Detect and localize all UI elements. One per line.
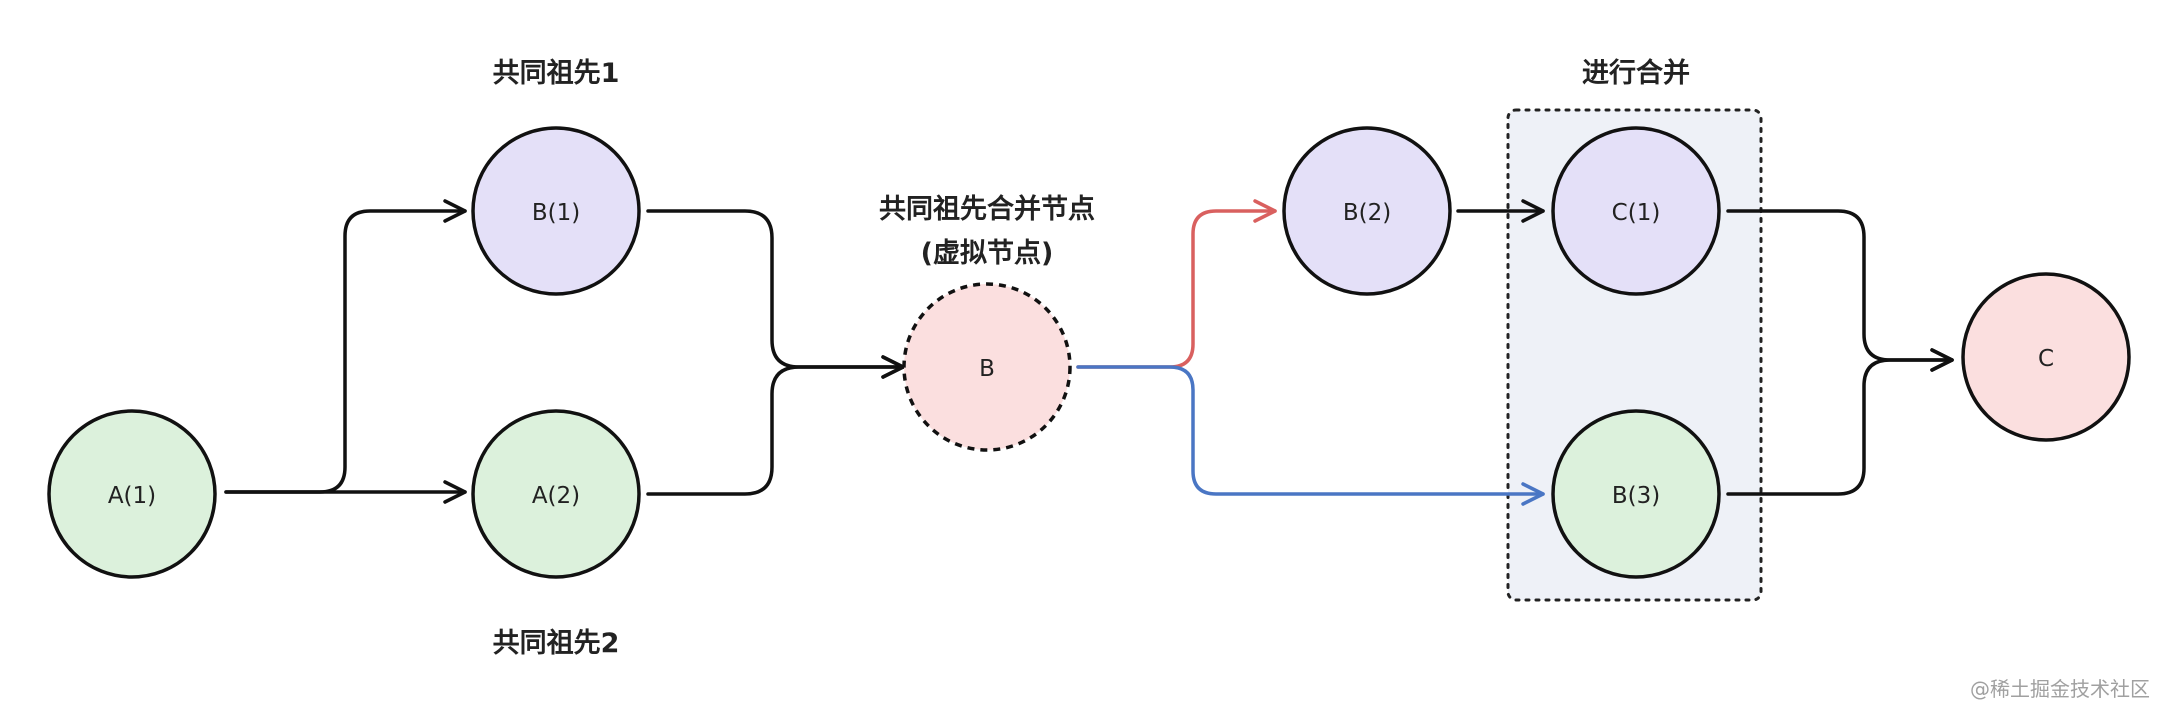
node-b3 (1551, 409, 1721, 579)
edge-a2-to-b-virtual (646, 355, 905, 496)
edge-c1-to-c (1726, 209, 1954, 372)
node-b1 (471, 126, 641, 296)
node-b2 (1282, 126, 1452, 296)
node-b1-label: B(1) (532, 200, 580, 226)
node-a2 (471, 409, 641, 579)
node-c (1961, 272, 2131, 442)
caption-ancestor-2: 共同祖先2 (493, 628, 620, 659)
node-c1 (1551, 126, 1721, 296)
node-a1 (47, 409, 217, 579)
edge-b3-to-c (1726, 348, 1954, 496)
node-a2-label: A(2) (532, 483, 580, 509)
node-b3-label: B(3) (1612, 483, 1660, 509)
edge-b1-to-b-virtual (646, 209, 905, 379)
node-c1-label: C(1) (1612, 200, 1661, 226)
edge-b-virtual-to-b2 (1076, 199, 1277, 369)
node-a1-label: A(1) (108, 483, 156, 509)
node-c-label: C (2038, 346, 2054, 372)
watermark-text: @稀土掘金技术社区 (1970, 677, 2150, 701)
edge-a1-to-b1 (224, 199, 467, 494)
node-b2-label: B(2) (1343, 200, 1391, 226)
node-b-virtual (902, 282, 1072, 452)
caption-merge-node-line2: (虚拟节点) (921, 238, 1054, 269)
edge-b-virtual-to-b3 (1076, 365, 1545, 506)
caption-merge-node-line1: 共同祖先合并节点 (879, 193, 1095, 225)
caption-merging: 进行合并 (1582, 57, 1690, 89)
node-b-virtual-label: B (979, 356, 995, 382)
caption-ancestor-1: 共同祖先1 (493, 58, 620, 89)
